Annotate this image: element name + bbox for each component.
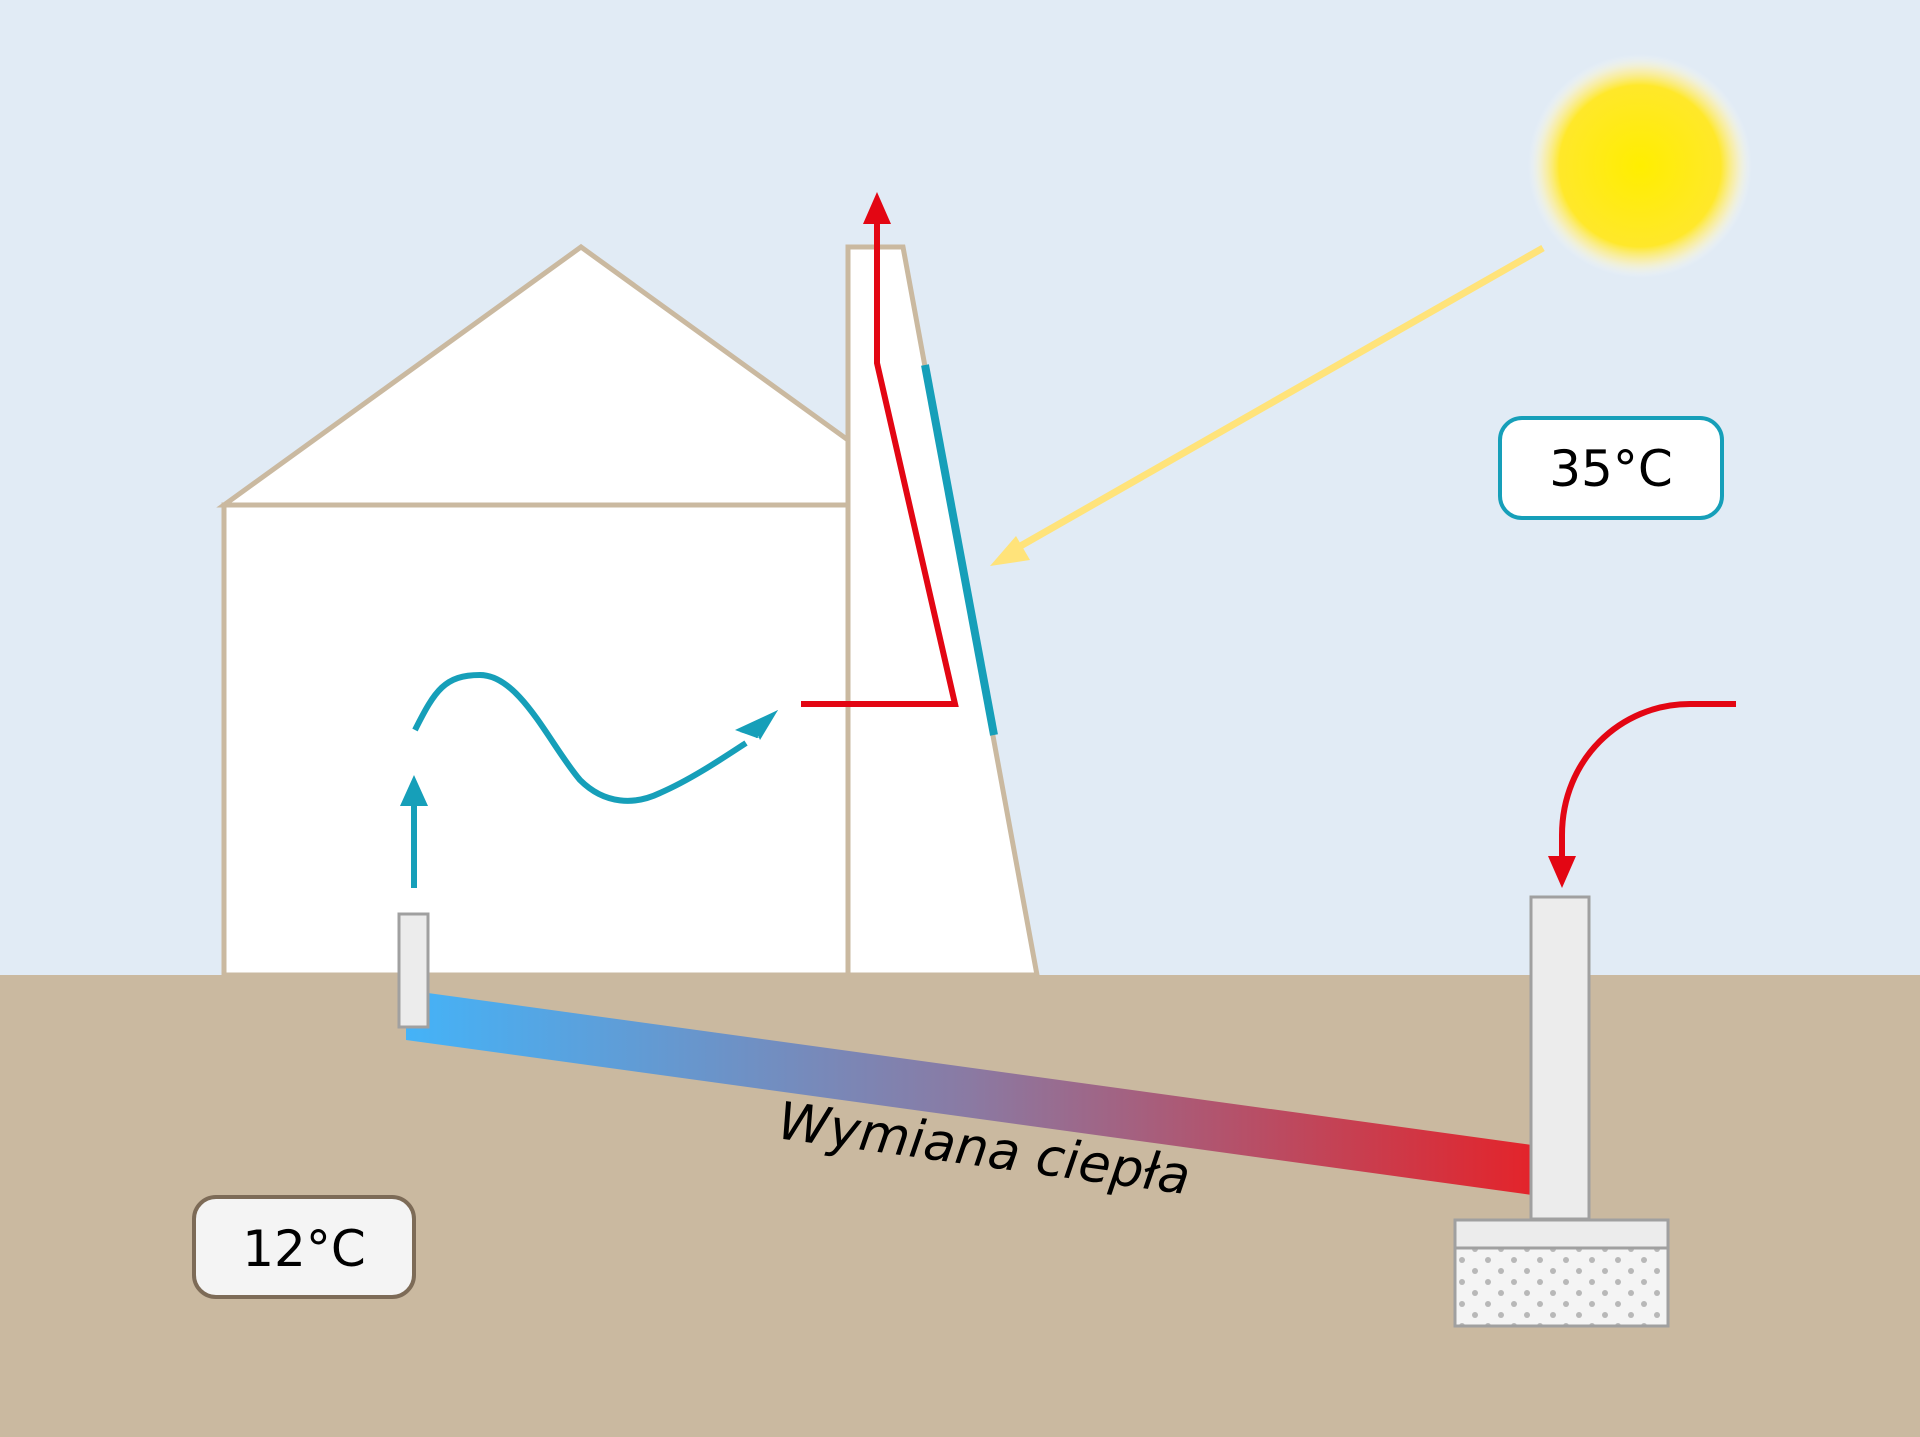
ground-temp-label: 12°C (242, 1220, 366, 1278)
solar-chimney (845, 244, 1041, 978)
outdoor-temp-badge: 35°C (1498, 416, 1724, 520)
ground-temp-badge: 12°C (192, 1195, 416, 1299)
outdoor-temp-label: 35°C (1549, 440, 1673, 498)
indoor-air-outlet (397, 912, 430, 1029)
sun (1528, 54, 1752, 278)
ground-pipe (406, 990, 1532, 1195)
cool-air-flow (400, 671, 778, 888)
warm-air-flow (801, 192, 959, 707)
outdoor-air-intake (1453, 895, 1670, 1328)
sun-ray-arrow (990, 244, 1545, 566)
outside-air-intake-flow (1548, 701, 1736, 888)
chimney-glazing (921, 364, 998, 736)
house-body (221, 502, 851, 978)
